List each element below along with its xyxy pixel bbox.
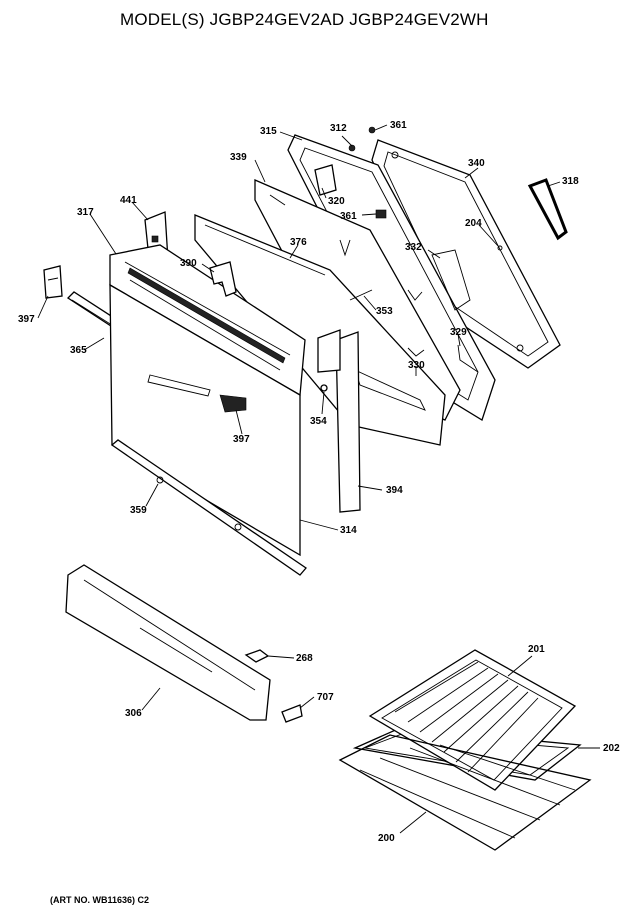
vent-panel-317 (109, 244, 306, 397)
label-330: 330 (408, 360, 425, 371)
label-390: 390 (180, 258, 197, 269)
label-394: 394 (386, 485, 403, 496)
label-397-mid: 397 (233, 434, 250, 445)
label-200: 200 (378, 833, 395, 844)
art-number: (ART NO. WB11636) C2 (50, 895, 150, 905)
drawer-front-306 (65, 564, 271, 721)
label-340: 340 (468, 158, 485, 169)
label-361-mid: 361 (340, 211, 357, 222)
oven-rack-200 (338, 734, 592, 851)
bottom-trim-359 (110, 439, 307, 576)
label-365: 365 (70, 345, 87, 356)
screw-361 (368, 126, 376, 134)
model-title: MODEL(S) JGBP24GEV2AD JGBP24GEV2WH (120, 10, 489, 29)
label-268: 268 (296, 653, 313, 664)
part-268 (244, 649, 270, 663)
label-320: 320 (328, 196, 345, 207)
label-707: 707 (317, 692, 334, 703)
spring-329 (457, 344, 479, 373)
label-332: 332 (405, 242, 422, 253)
label-306: 306 (125, 708, 142, 719)
label-359: 359 (130, 505, 147, 516)
label-204: 204 (465, 218, 482, 229)
part-707 (281, 704, 303, 723)
gasket-318 (527, 178, 568, 241)
broiler-grid-201 (368, 649, 577, 791)
label-312: 312 (330, 123, 347, 134)
side-channel-394 (317, 329, 361, 513)
part-labels: 315 312 361 340 318 339 320 361 204 441 … (18, 120, 620, 844)
diagram-header: MODEL(S) JGBP24GEV2AD JGBP24GEV2WH (0, 0, 640, 60)
label-318: 318 (562, 176, 579, 187)
screw-353 (349, 289, 373, 301)
label-354: 354 (310, 416, 327, 427)
label-353: 353 (376, 306, 393, 317)
clip-390 (209, 261, 237, 297)
door-liner-frame-340 (371, 139, 561, 369)
label-376: 376 (290, 237, 307, 248)
label-361-top: 361 (390, 120, 407, 131)
end-cap-397-left (43, 265, 63, 299)
label-201: 201 (528, 644, 545, 655)
pin-204 (497, 245, 503, 251)
label-317: 317 (77, 207, 94, 218)
label-314: 314 (340, 525, 357, 536)
screw-312 (348, 144, 356, 152)
label-202: 202 (603, 743, 620, 754)
label-329: 329 (450, 327, 467, 338)
label-315: 315 (260, 126, 277, 137)
leader-lines (37, 124, 600, 834)
outer-door-glass-314 (109, 283, 301, 557)
label-339: 339 (230, 152, 247, 163)
label-441: 441 (120, 195, 137, 206)
label-397-left: 397 (18, 314, 35, 325)
hinge-320 (314, 164, 337, 196)
screw-354 (320, 384, 328, 392)
